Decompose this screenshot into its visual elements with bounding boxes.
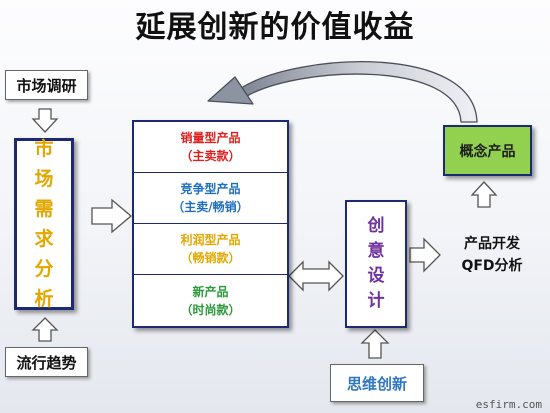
creative-design-char: 意 [367, 241, 385, 261]
qfd-analysis-line: QFD分析 [461, 258, 523, 274]
up-arrow-dev-concept [470, 181, 498, 208]
market-analysis-char: 需 [34, 198, 54, 220]
product-type-note: （畅销款） [180, 251, 241, 265]
page-title: 延展创新的价值收益 [135, 10, 415, 45]
market-analysis-char: 求 [34, 228, 54, 250]
watermark: esfirm.com [475, 398, 542, 411]
right-arrow-analysis [91, 198, 133, 234]
double-arrow-product-creative [288, 260, 344, 292]
market-analysis-char: 市 [34, 138, 54, 160]
product-type-row: 竞争型产品 （主卖/畅销） [134, 173, 287, 224]
market-research-box: 市场调研 [5, 70, 88, 100]
product-type-name: 销量型产品 [180, 131, 241, 145]
creative-design-box: 创 意 设 计 [345, 200, 407, 328]
right-arrow-creative-dev [409, 237, 441, 273]
product-type-name: 竞争型产品 [180, 182, 241, 196]
market-analysis-char: 分 [34, 258, 54, 280]
product-development-text: 产品开发 QFD分析 [442, 233, 542, 281]
product-type-row: 新产品 （时尚款） [134, 275, 287, 326]
concept-product-box: 概念产品 [443, 125, 532, 176]
product-type-name: 利润型产品 [180, 233, 241, 247]
market-analysis-box: 市 场 需 求 分 析 [14, 138, 74, 310]
up-arrow-thinking-creative [360, 329, 390, 359]
creative-design-char: 创 [367, 216, 385, 236]
thinking-innovation-box: 思维创新 [330, 364, 424, 402]
product-type-note: （主卖/畅销） [172, 200, 249, 214]
product-types-box: 销量型产品 （主卖款） 竞争型产品 （主卖/畅销） 利润型产品 （畅销款） 新产… [132, 120, 289, 328]
trend-box: 流行趋势 [5, 347, 88, 377]
trend-label: 流行趋势 [16, 353, 77, 372]
creative-design-char: 计 [367, 291, 385, 311]
up-arrow-trend [31, 317, 59, 342]
product-dev-line: 产品开发 [464, 236, 520, 252]
market-analysis-char: 场 [34, 168, 54, 190]
market-analysis-char: 析 [34, 288, 54, 310]
creative-design-char: 设 [367, 266, 385, 286]
market-research-label: 市场调研 [16, 76, 77, 95]
product-type-row: 销量型产品 （主卖款） [134, 122, 287, 173]
thinking-innovation-label: 思维创新 [346, 374, 407, 393]
concept-product-label: 概念产品 [459, 143, 516, 160]
product-type-note: （时尚款） [180, 302, 241, 317]
down-arrow-research [31, 108, 59, 133]
product-type-row: 利润型产品 （畅销款） [134, 224, 287, 275]
product-type-note: （主卖款） [180, 149, 241, 163]
product-type-name: 新产品 [192, 284, 229, 299]
curved-feedback-arrow [207, 61, 478, 123]
